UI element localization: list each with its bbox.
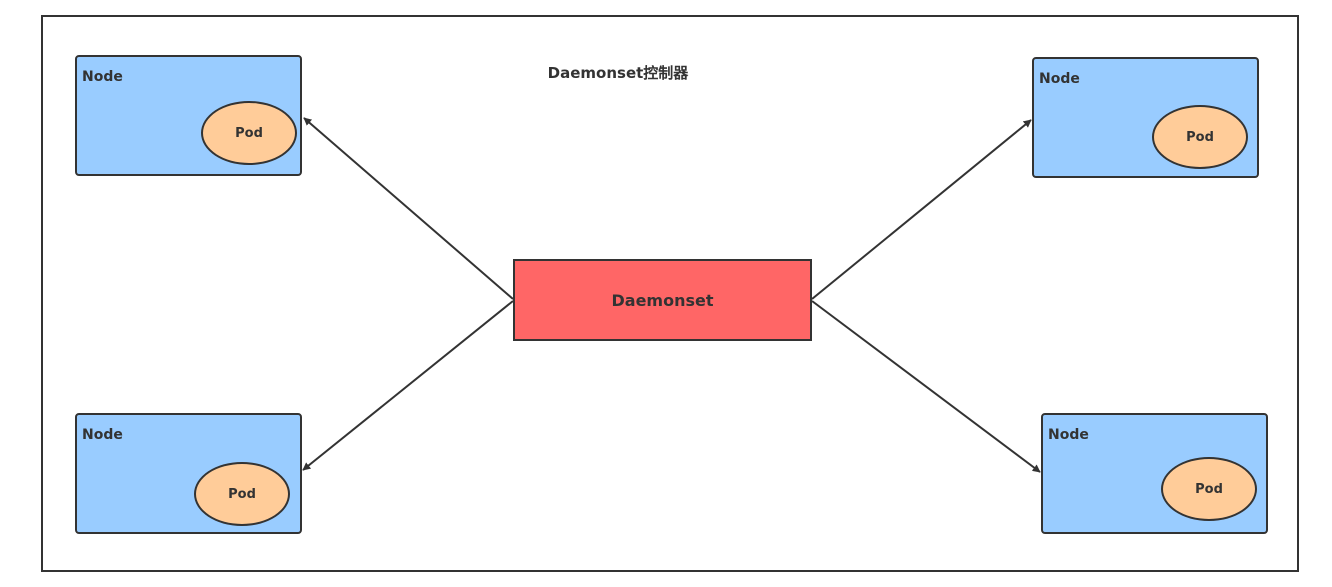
pod-label: Pod xyxy=(228,486,256,502)
pod-label: Pod xyxy=(1186,129,1214,145)
pod-ellipse[interactable]: Pod xyxy=(1152,105,1248,169)
pod-label: Pod xyxy=(1195,481,1223,497)
arrow-to-bottom-left-node xyxy=(302,300,514,471)
daemonset-controller-box[interactable]: Daemonset xyxy=(513,259,812,341)
pod-label: Pod xyxy=(235,125,263,141)
node-bottom-left[interactable]: Node Pod xyxy=(75,413,302,534)
arrow-to-bottom-right-node xyxy=(811,300,1041,473)
arrow-to-top-left-node xyxy=(303,117,514,300)
pod-ellipse[interactable]: Pod xyxy=(194,462,290,526)
node-label: Node xyxy=(1048,427,1089,443)
node-top-left[interactable]: Node Pod xyxy=(75,55,302,176)
pod-ellipse[interactable]: Pod xyxy=(1161,457,1257,521)
node-label: Node xyxy=(1039,71,1080,87)
diagram-frame xyxy=(41,15,1299,572)
node-label: Node xyxy=(82,427,123,443)
daemonset-label: Daemonset xyxy=(611,290,714,310)
pod-ellipse[interactable]: Pod xyxy=(201,101,297,165)
arrow-to-top-right-node xyxy=(811,119,1032,300)
node-top-right[interactable]: Node Pod xyxy=(1032,57,1259,178)
node-label: Node xyxy=(82,69,123,85)
diagram-title: Daemonset控制器 xyxy=(547,64,689,82)
node-bottom-right[interactable]: Node Pod xyxy=(1041,413,1268,534)
